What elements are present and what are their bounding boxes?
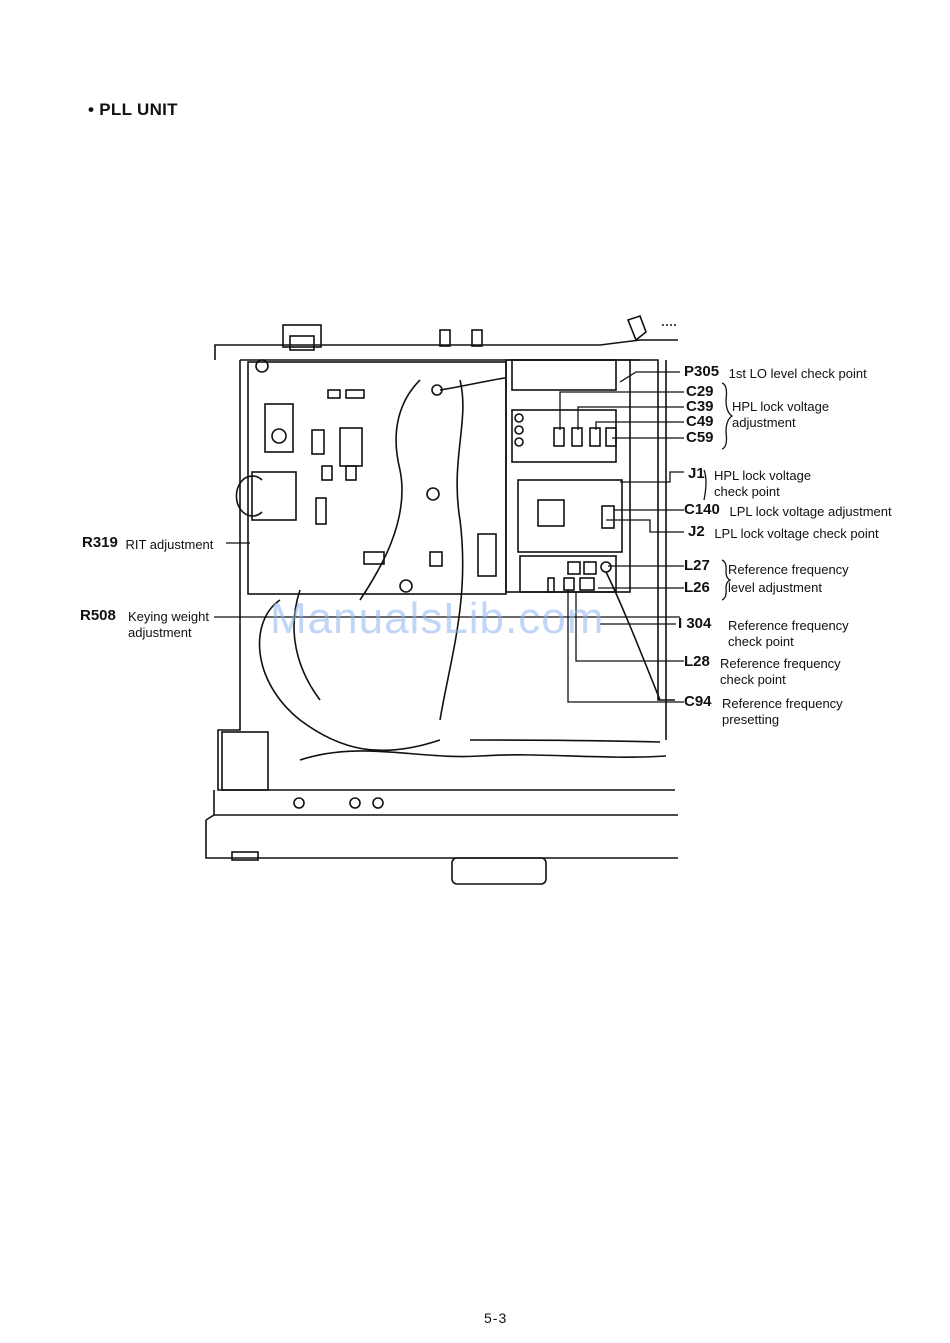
r508-desc-line1: Keying weight [128, 609, 209, 624]
l28-desc-line2: check point [720, 672, 786, 687]
hpl-adjustment-line1: HPL lock voltage [732, 399, 830, 414]
j1-desc-line2: check point [714, 484, 780, 499]
i304-desc-line2: check point [728, 634, 794, 649]
callout-ref-j1: J1 [688, 465, 705, 482]
callout-l27: L27 [684, 558, 710, 574]
callout-ref-c29: C29 [686, 383, 714, 400]
callout-desc-p305: 1st LO level check point [728, 366, 867, 381]
callout-r319: R319 RIT adjustment [82, 535, 213, 553]
callout-r508: R508 [80, 608, 116, 624]
c94-desc-line1: Reference frequency [722, 696, 843, 711]
watermark-text: ManualsLib.com [270, 594, 605, 643]
callout-c29: C29 [686, 384, 714, 400]
i304-desc-line1: Reference frequency [728, 618, 849, 633]
hpl-adjustment-line2: adjustment [732, 415, 796, 430]
c94-desc-line2: presetting [722, 712, 780, 727]
callout-ref-level-adjustment: Reference frequency level adjustment [728, 562, 849, 596]
callout-j1: J1 [688, 466, 705, 482]
callout-c49: C49 [686, 414, 714, 430]
callout-ref-c59: C59 [686, 429, 714, 446]
callout-i304-desc: Reference frequency check point [728, 618, 849, 650]
j1-desc-line1: HPL lock voltage [714, 468, 812, 483]
callout-desc-c140: LPL lock voltage adjustment [729, 504, 892, 519]
callout-ref-c140: C140 [684, 501, 720, 518]
callout-l28: L28 [684, 654, 710, 670]
callout-j1-desc: HPL lock voltage check point [714, 468, 811, 500]
ref-level-line1: Reference frequency [728, 562, 849, 577]
l28-desc-line1: Reference frequency [720, 656, 841, 671]
callout-ref-c94: C94 [684, 693, 712, 710]
r508-desc-line2: adjustment [128, 625, 192, 640]
callout-ref-j2: J2 [688, 523, 705, 540]
page-number: 5-3 [484, 1310, 508, 1326]
page-title: • PLL UNIT [88, 100, 178, 119]
callout-c39: C39 [686, 399, 714, 415]
callout-c94: C94 [684, 694, 712, 710]
callout-ref-c49: C49 [686, 413, 714, 430]
callout-hpl-adjustment: HPL lock voltage adjustment [732, 399, 829, 431]
callout-p305: P305 1st LO level check point [684, 364, 867, 382]
callout-ref-r508: R508 [80, 607, 116, 624]
callout-c94-desc: Reference frequency presetting [722, 696, 843, 728]
callout-desc-r319: RIT adjustment [125, 537, 214, 552]
callout-ref-l28: L28 [684, 653, 710, 670]
callout-ref-l26: L26 [684, 579, 710, 596]
callout-ref-l27: L27 [684, 557, 710, 574]
callout-c140: C140 LPL lock voltage adjustment [684, 502, 892, 520]
ref-level-line2: level adjustment [728, 580, 822, 595]
callout-ref-r319: R319 [82, 534, 118, 551]
callout-j2: J2 LPL lock voltage check point [688, 524, 879, 542]
callout-c59: C59 [686, 430, 714, 446]
callout-i304: I 304 [678, 616, 711, 632]
callout-desc-j2: LPL lock voltage check point [714, 526, 879, 541]
callout-r508-desc: Keying weight adjustment [128, 609, 209, 641]
callout-ref-i304: I 304 [678, 615, 712, 632]
callout-ref-c39: C39 [686, 398, 714, 415]
callout-l28-desc: Reference frequency check point [720, 656, 841, 688]
callout-ref-p305: P305 [684, 363, 720, 380]
callout-l26: L26 [684, 580, 710, 596]
